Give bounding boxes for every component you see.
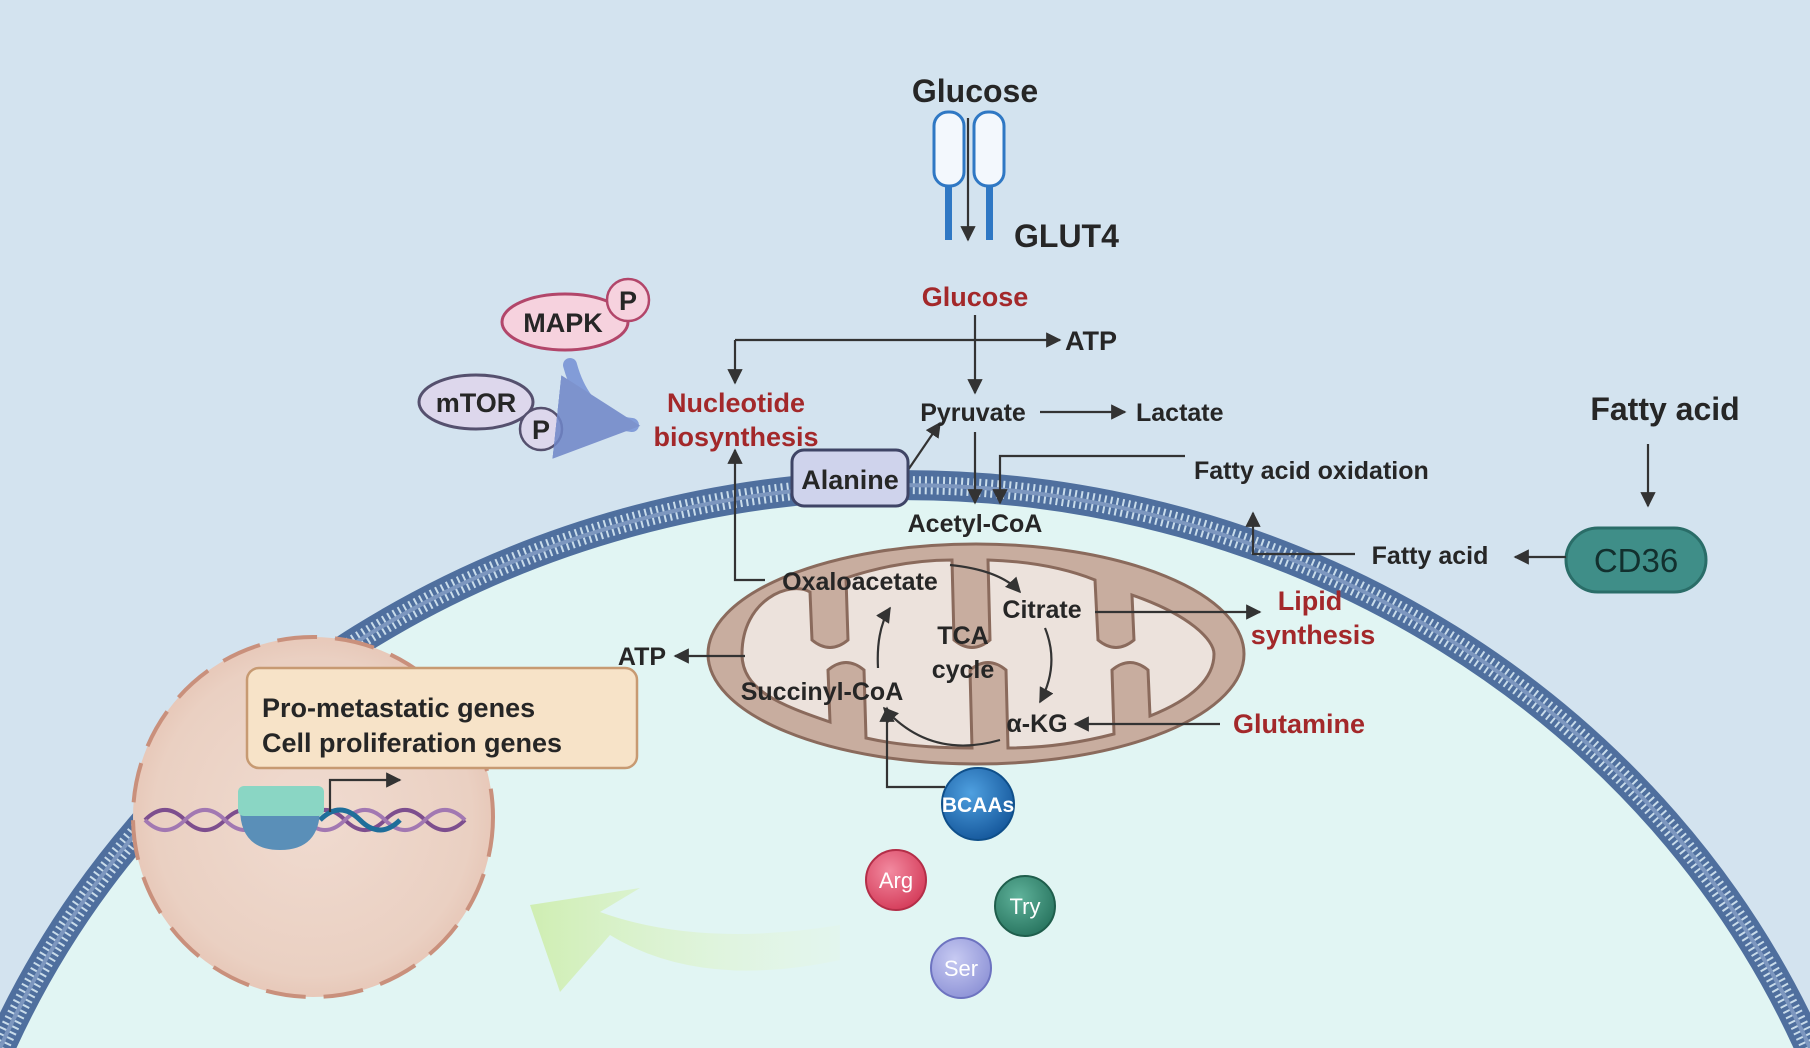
tca-cycle-line1: TCA	[937, 622, 988, 650]
ser-sphere: Ser	[930, 937, 992, 999]
mtor-label: mTOR	[436, 388, 517, 418]
fatty-acid-extracellular-label: Fatty acid	[1590, 391, 1739, 427]
atp-mid-label: ATP	[618, 643, 666, 671]
fatty-acid-oxidation-label: Fatty acid oxidation	[1194, 457, 1429, 485]
pathway-arrows	[673, 315, 1566, 789]
bcaas-label: BCAAs	[942, 794, 1014, 817]
citrate-label: Citrate	[1002, 596, 1081, 624]
glut4-transporter	[932, 110, 1006, 242]
acetyl-coa-label: Acetyl-CoA	[908, 510, 1043, 538]
nucleotide-biosynthesis-line2: biosynthesis	[653, 422, 818, 452]
glut4-label: GLUT4	[1014, 218, 1119, 254]
mitochondrion	[706, 542, 1246, 766]
mapk-phospho-icon	[605, 277, 651, 323]
amino-acid-signal-arrow	[530, 888, 840, 992]
mapk-phospho-label: P	[619, 286, 637, 316]
genes-box: Pro-metastatic genes Cell proliferation …	[245, 666, 639, 770]
lipid-synthesis-line1: Lipid	[1278, 586, 1342, 616]
cell-proliferation-genes-label: Cell proliferation genes	[262, 728, 562, 758]
cd36-receptor: CD36	[1564, 526, 1708, 594]
pyruvate-label: Pyruvate	[920, 399, 1026, 427]
nucleotide-biosynthesis-line1: Nucleotide	[667, 388, 805, 418]
mtor-protein: mTOR P	[417, 373, 564, 452]
glutamine-label: Glutamine	[1233, 709, 1365, 739]
transcription-factor-icon	[238, 786, 324, 850]
arg-sphere: Arg	[865, 849, 927, 911]
ser-label: Ser	[944, 956, 978, 981]
glucose-cytoplasm-label: Glucose	[922, 282, 1029, 312]
signaling-arrow	[552, 358, 641, 459]
try-label: Try	[1010, 894, 1041, 919]
cd36-label: CD36	[1594, 542, 1678, 579]
pro-metastatic-genes-label: Pro-metastatic genes	[262, 693, 535, 723]
fatty-acid-cytoplasm-label: Fatty acid	[1372, 542, 1489, 570]
alpha-kg-label: α-KG	[1006, 710, 1067, 738]
alanine-box: Alanine	[790, 448, 910, 508]
oxaloacetate-label: Oxaloacetate	[782, 568, 938, 596]
atp-top-label: ATP	[1065, 326, 1117, 356]
tca-cycle-line2: cycle	[932, 656, 995, 684]
lipid-synthesis-line2: synthesis	[1251, 620, 1376, 650]
mapk-protein: MAPK P	[500, 277, 651, 352]
mapk-label: MAPK	[523, 308, 603, 338]
arg-label: Arg	[879, 868, 913, 893]
lactate-label: Lactate	[1136, 399, 1224, 427]
bcaas-sphere: BCAAs	[941, 767, 1015, 841]
succinyl-coa-label: Succinyl-CoA	[741, 678, 904, 706]
try-sphere: Try	[994, 875, 1056, 937]
glucose-extracellular-label: Glucose	[912, 73, 1038, 109]
alanine-label: Alanine	[801, 465, 899, 495]
mtor-phospho-label: P	[532, 415, 550, 445]
